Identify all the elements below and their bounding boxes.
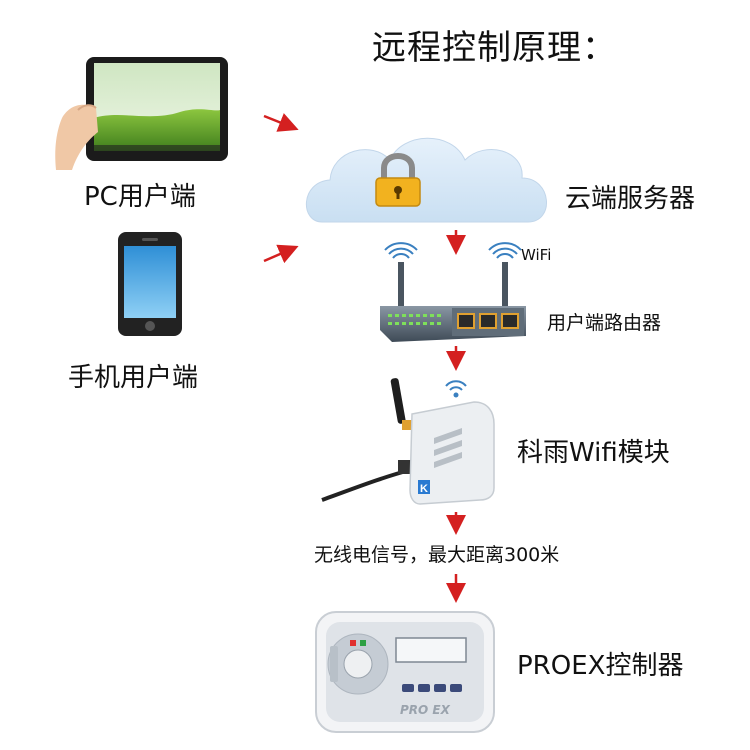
pc-user-label: PC用户端 — [84, 182, 196, 212]
controller-label: PROEX控制器 — [517, 651, 684, 681]
controller-badge: PRO EX — [400, 703, 450, 717]
wifi-signal-icon — [445, 380, 467, 398]
controller-icon — [315, 611, 495, 733]
arrow-phone-to-cloud — [263, 244, 299, 264]
page-title: 远程控制原理： — [372, 28, 617, 68]
cloud-server-label: 云端服务器 — [565, 184, 696, 214]
wifi-module-icon: K — [321, 378, 495, 505]
wifi-label: WiFi — [521, 246, 552, 264]
svg-text:K: K — [420, 483, 428, 495]
lock-icon — [375, 153, 421, 207]
module-label: 科雨Wifi模块 — [517, 438, 670, 468]
phone-icon — [118, 232, 182, 336]
tablet-icon — [55, 57, 228, 170]
signal-label: 无线电信号，最大距离300米 — [314, 544, 560, 566]
router-icon — [380, 242, 526, 342]
phone-user-label: 手机用户端 — [68, 363, 199, 393]
arrow-tablet-to-cloud — [263, 113, 299, 132]
router-label: 用户端路由器 — [547, 312, 662, 334]
cloud-icon — [306, 137, 548, 223]
